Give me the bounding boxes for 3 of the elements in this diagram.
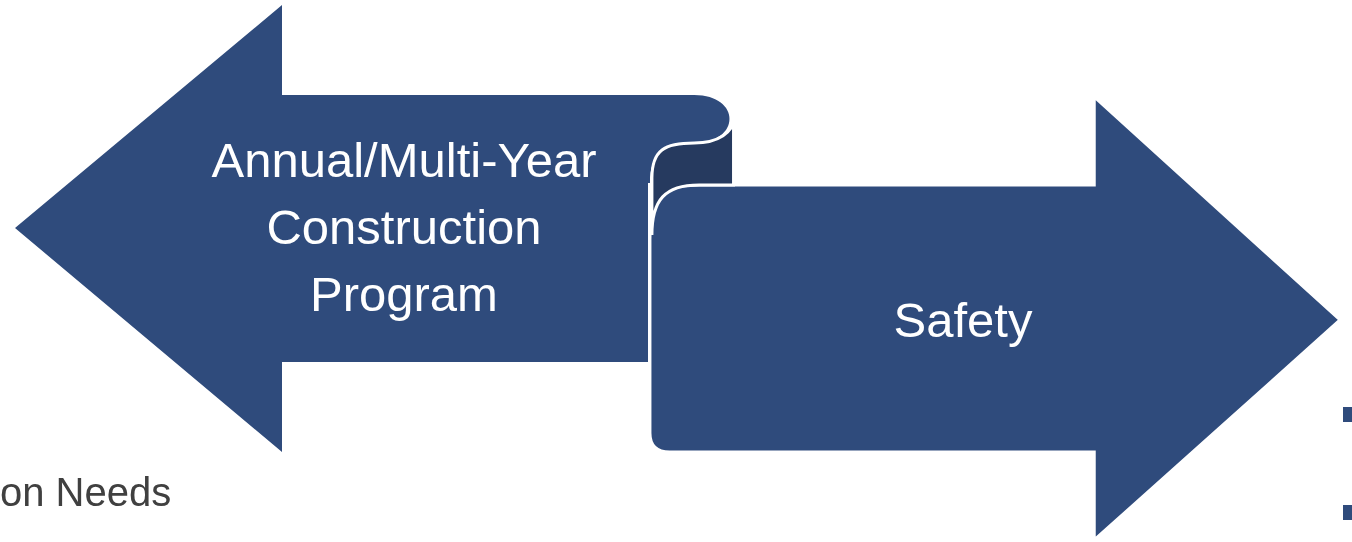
arrow-label: Annual/Multi-Year Construction Program [210,132,598,323]
arrow-label: Safety [892,292,1034,349]
note-text: on Needs [0,470,172,515]
